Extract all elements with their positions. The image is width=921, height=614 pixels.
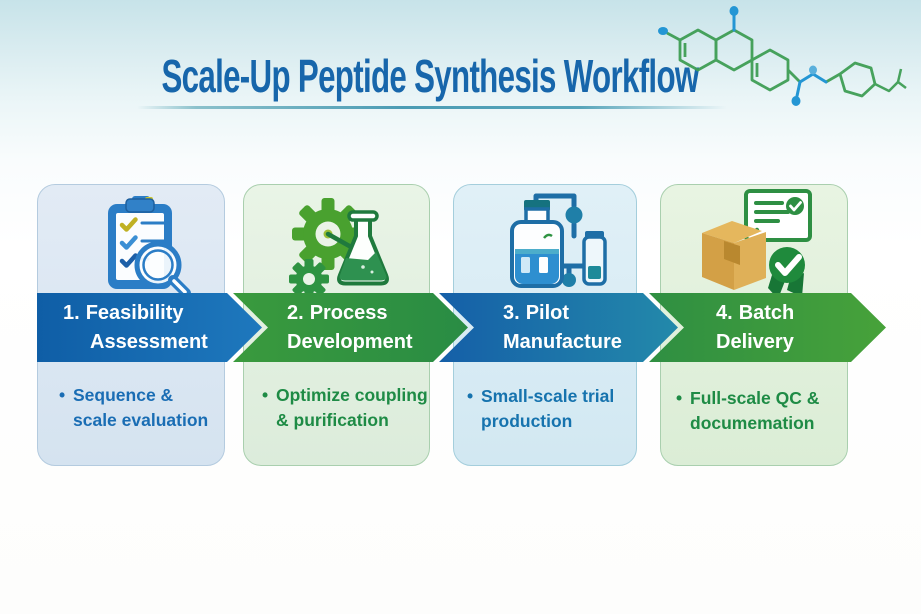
arrow-step-3: [439, 293, 678, 362]
step-banner-label-2: 2.Process Development: [287, 302, 413, 353]
gears-flask-icon: [289, 198, 389, 299]
step-banner-label-1: 1.Feasibility Assessment: [63, 302, 208, 353]
step-bullet-3: •Small-scale trial production: [467, 386, 615, 431]
step-banner-label-4: 4.Batch Delivery: [716, 302, 795, 353]
title-underline: [137, 106, 727, 109]
step-bullet-4: •Full-scale QC & documemation: [676, 388, 820, 433]
step-bullet-1: •Sequence & scale evaluation: [59, 385, 209, 430]
clipboard-checklist-magnifier-icon: [108, 196, 191, 298]
page-title: Scale-Up Peptide Synthesis Workflow: [161, 50, 699, 102]
arrow-step-2: [233, 293, 468, 362]
arrow-step-1: [37, 293, 262, 362]
package-certificate-ribbon-icon: [702, 189, 812, 299]
bioreactor-vessel-icon: [510, 193, 607, 288]
arrow-step-4: [649, 293, 886, 362]
step-bullet-2: •Optimize coupling & purification: [262, 385, 428, 430]
molecule-structure-icon: [658, 6, 907, 106]
step-banner-label-3: 3.Pilot Manufacture: [503, 302, 622, 353]
workflow-arrow-banners: [37, 293, 886, 362]
